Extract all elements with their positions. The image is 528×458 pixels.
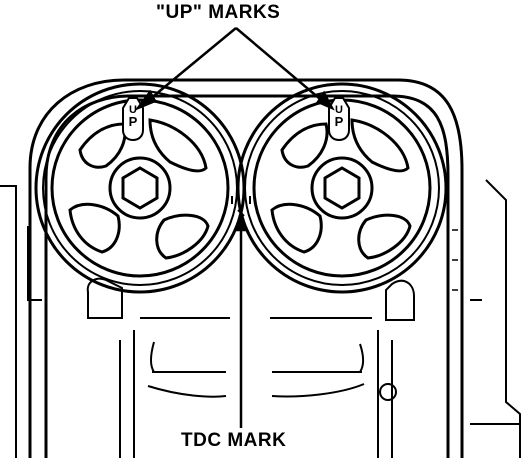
up-marks-label: "UP" MARKS [156, 2, 281, 23]
arrowhead-right-up [316, 90, 335, 111]
tdc-mark-label: TDC MARK [181, 430, 287, 451]
timing-belt [28, 78, 464, 458]
right-up-mark: U P [332, 104, 346, 128]
left-up-letter-u: U [129, 104, 137, 116]
leader-lines [134, 27, 335, 428]
right-cam-pulley [236, 82, 448, 294]
left-up-letter-p: P [128, 114, 138, 129]
engine-block [0, 179, 521, 458]
arrowhead-tdc [234, 207, 248, 232]
left-up-mark: U P [126, 104, 140, 128]
right-up-letter-p: P [334, 114, 344, 129]
left-cam-pulley [34, 82, 246, 294]
right-up-letter-u: U [335, 104, 343, 116]
arrowhead-left-up [134, 89, 157, 111]
